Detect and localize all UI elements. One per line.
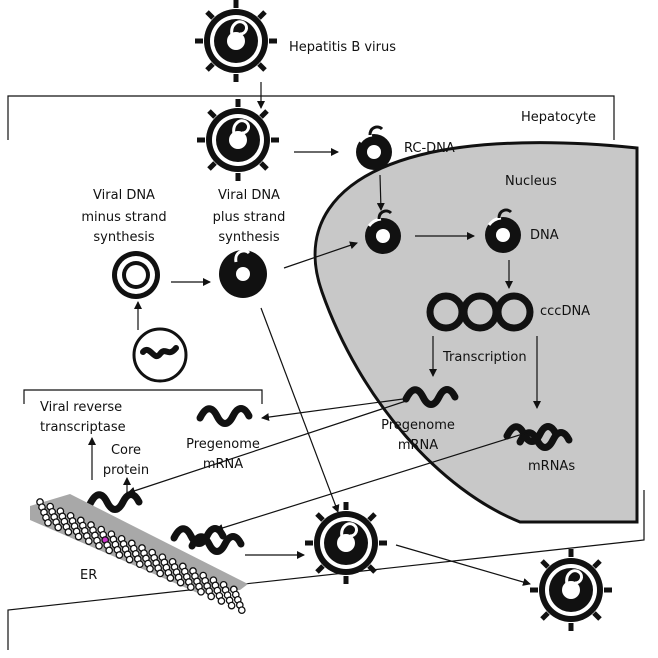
ribosome-dot [54,523,63,532]
nucleus [313,141,639,524]
reverse-transcriptase-label-2: transcriptase [40,420,126,435]
ribosome-dot [197,587,205,596]
ribosome-dot [74,532,83,541]
dna-label: DNA [530,228,559,243]
plus-strand-capsid [219,249,267,298]
mrnas-label: mRNAs [528,459,576,474]
ribosome-dot [166,574,175,582]
ribosome-dot [156,569,165,578]
arrows [88,82,541,586]
translation-bracket [23,389,263,404]
pregenome-capsid [132,327,188,383]
pregenome-cytoplasm-label-1: Pregenome [186,437,260,452]
rcdna-label: RC-DNA [404,141,455,156]
cccdna-icon [426,292,534,332]
hepatocyte-membrane-lower [7,490,645,650]
ribosome-dot [146,564,154,573]
ribosome-dot [186,583,195,592]
ribosome-dot [44,518,52,527]
plus-strand-label-3: synthesis [218,230,280,245]
minus-strand-label-1: Viral DNA [93,188,155,203]
hbv-virion-extracellular [195,0,277,82]
ribosome-dot [64,528,73,536]
hbv-virion-assembled [305,502,387,584]
ribosome-dot [95,541,103,550]
hbv-label: Hepatitis B virus [289,40,397,55]
minus-strand-label-2: minus strand [81,210,167,225]
transcription-label: Transcription [443,350,527,365]
ribosome-dot [135,560,144,569]
core-protein-label-2: protein [102,463,150,478]
er-label: ER [80,568,98,583]
rcdna-icon [354,125,394,172]
ribosome-dot [237,606,246,615]
ribosome-dot [84,537,93,546]
ribosome-dot [176,578,185,587]
plus-strand-label-2: plus strand [212,210,286,225]
hbv-virion-entry [197,99,279,181]
reverse-transcriptase-label-1: Viral reverse [40,400,123,415]
nucleus-label: Nucleus [505,174,557,189]
er-pregenome-icon [90,495,139,510]
pregenome-nucleus-label-1: Pregenome [381,418,455,433]
pregenome-nucleus-label-2: mRNA [397,438,439,453]
pregenome-mrna-cytoplasm-icon [200,409,249,424]
ribosome-dot [217,597,226,605]
minus-strand-label-3: synthesis [93,230,155,245]
hepatocyte-membrane [7,95,615,140]
endoplasmic-reticulum [30,494,248,615]
plus-strand-label-1: Viral DNA [218,188,280,203]
hepatocyte-label: Hepatocyte [521,110,596,125]
minus-strand-capsid [112,251,160,299]
ribosome-dot [207,592,216,601]
core-protein-label-1: Core [110,443,142,458]
pregenome-cytoplasm-label-2: mRNA [202,457,244,472]
ribosome-dot [227,601,236,610]
ribosome-dot [115,551,124,559]
ribosome-dot [105,546,114,555]
cccdna-label: cccDNA [540,304,591,319]
ribosome-dot [125,555,134,564]
hbv-virion-released [530,549,612,631]
